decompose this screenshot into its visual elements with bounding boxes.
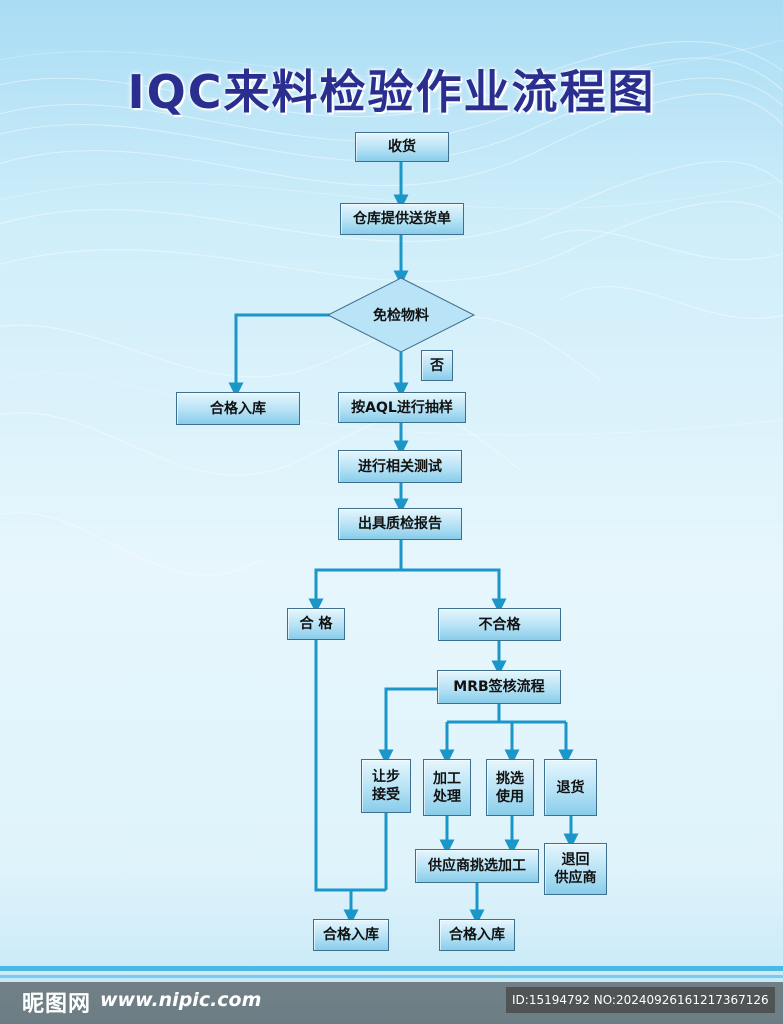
node-sorting-use-label: 挑选 使用 [496, 770, 524, 805]
arrow-mrb-to-concession [378, 687, 437, 765]
arrow-split-to-pass [308, 568, 401, 614]
node-pass-store-left: 合格入库 [176, 392, 300, 425]
node-mrb-review-label: MRB签核流程 [453, 679, 545, 695]
node-return-goods: 退货 [544, 759, 597, 816]
node-exempt-material-label: 免检物料 [373, 308, 429, 324]
node-related-test-label: 进行相关测试 [358, 458, 442, 475]
watermark-logo: 昵图网 [22, 991, 92, 1017]
node-related-test: 进行相关测试 [338, 450, 462, 483]
node-concession-label: 让步 接受 [372, 769, 400, 803]
node-supplier-sort: 供应商挑选加工 [415, 849, 539, 883]
node-aql-sampling: 按AQL进行抽样 [338, 392, 466, 423]
node-receive: 收货 [355, 132, 449, 162]
node-aql-sampling-label: 按AQL进行抽样 [351, 399, 453, 416]
node-pass-label: 合 格 [299, 616, 333, 632]
node-rework-label: 加工 处理 [433, 770, 461, 805]
node-exempt-material: 免检物料 [328, 278, 474, 352]
footer-stripe-thin [0, 975, 783, 978]
node-fail: 不合格 [438, 608, 561, 641]
node-warehouse-slip-label: 仓库提供送货单 [353, 211, 451, 227]
footer-stripe-top [0, 966, 783, 971]
line-pass-to-bottom [314, 640, 386, 892]
node-warehouse-slip: 仓库提供送货单 [340, 203, 464, 235]
node-fail-label: 不合格 [478, 616, 521, 633]
node-pass-store-left-label: 合格入库 [210, 400, 266, 417]
node-pass-store-bottom-1: 合格入库 [313, 919, 389, 951]
node-concession: 让步 接受 [361, 759, 411, 813]
node-pass-store-bottom-2: 合格入库 [439, 919, 515, 951]
arrow-split-to-fail [401, 568, 507, 614]
node-rework: 加工 处理 [423, 759, 471, 816]
node-return-goods-label: 退货 [556, 779, 585, 796]
node-return-supplier-label: 退回 供应商 [554, 852, 597, 886]
branch-label-no: 否 [421, 350, 453, 381]
node-supplier-sort-label: 供应商挑选加工 [428, 858, 526, 874]
watermark-id: ID:15194792 NO:20240926161217367126 [506, 987, 775, 1013]
decision-diamond [326, 277, 476, 353]
node-pass: 合 格 [287, 608, 345, 640]
node-quality-report-label: 出具质检报告 [358, 516, 442, 532]
node-pass-store-bottom-1-label: 合格入库 [323, 927, 379, 943]
node-receive-label: 收货 [388, 139, 416, 155]
node-mrb-review: MRB签核流程 [437, 670, 561, 704]
node-pass-store-bottom-2-label: 合格入库 [449, 927, 505, 943]
branch-label-no-text: 否 [430, 357, 444, 374]
arrow-diamond-to-left-store [228, 313, 330, 398]
page-title: IQC来料检验作业流程图 [127, 65, 656, 119]
node-quality-report: 出具质检报告 [338, 508, 462, 540]
watermark-url: www.nipic.com [100, 989, 262, 1011]
node-sorting-use: 挑选 使用 [486, 759, 534, 816]
node-return-supplier: 退回 供应商 [544, 843, 607, 895]
